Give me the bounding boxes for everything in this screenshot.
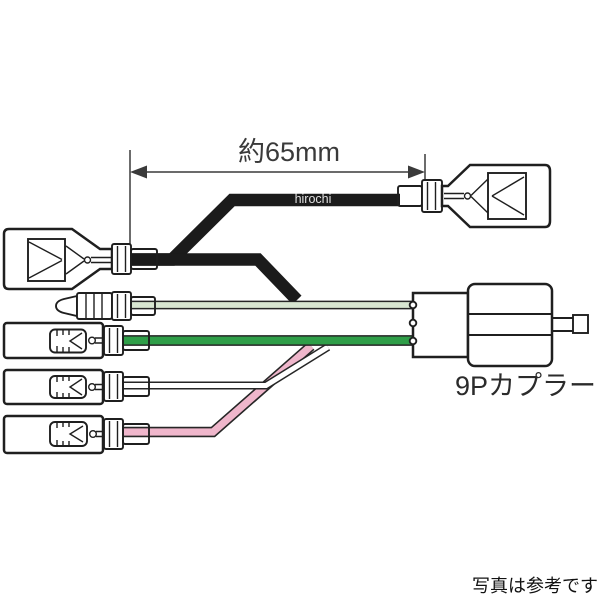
coupler-pin-dot-1: [408, 300, 418, 310]
dimension-label: 約65mm: [238, 137, 340, 167]
bullet-tip: [55, 294, 78, 318]
coupler-label: 9Pカプラー: [455, 371, 596, 401]
spade-right-rivet: [463, 192, 472, 200]
collar-green: [122, 330, 150, 351]
collar-pink: [122, 423, 150, 445]
sleeved-connector-green: [2, 321, 150, 360]
dimension-annotation: 約65mm: [129, 137, 426, 247]
bullet-crimp-detail: [116, 294, 127, 318]
terminal-white-rivet: [87, 383, 96, 392]
crimp-detail-white: [108, 374, 119, 399]
spade-connector-left: [2, 227, 158, 291]
terminal-green-chevron: [68, 332, 83, 350]
spade-left-crimp-detail: [116, 246, 127, 272]
spade-right-crimp-detail: [426, 182, 437, 210]
spade-right-crimp-clamp: [421, 179, 443, 213]
bullet-collar: [130, 296, 156, 316]
watermark: hirochi: [295, 192, 332, 206]
spade-left-crimp-clamp: [111, 243, 132, 275]
spade-left-neck-lines: [91, 256, 112, 264]
coupler-9p: [408, 282, 589, 368]
white-wire-core: [108, 344, 330, 388]
terminal-white-chevron: [68, 378, 83, 396]
coupler-pin-dot-2: [408, 318, 418, 328]
bullet-ribs: [85, 293, 103, 319]
spade-left-body: [2, 227, 114, 291]
terminal-green: [49, 328, 87, 354]
spade-left-collar: [130, 248, 158, 270]
bullet-crimp-clamp: [111, 291, 132, 321]
terminal-green-rivet: [87, 336, 96, 345]
footer-note: 写真は参考です: [472, 576, 598, 596]
white-wire: [108, 343, 331, 390]
collar-white: [122, 376, 150, 397]
terminal-pink-chevron: [68, 425, 84, 443]
crimp-detail-green: [108, 328, 119, 353]
terminal-pink-neck: [96, 430, 104, 438]
spade-left-rivet: [83, 256, 92, 264]
spade-right-body: [440, 163, 552, 229]
dimension-arrowhead-left-icon: [130, 165, 147, 179]
spade-left-tongue-taper: [28, 241, 63, 279]
terminal-pink-rivet: [88, 430, 97, 439]
spade-right-collar: [397, 185, 423, 207]
spade-right-neck-lines: [444, 192, 464, 200]
spade-right-window: [487, 172, 527, 220]
spade-right-tongue-taper: [491, 176, 525, 216]
terminal-white-serrations: [56, 376, 70, 398]
coupler-wire-entry-block: [411, 291, 470, 359]
sleeved-connector-white: [2, 368, 150, 406]
sleeved-connector-pink: [2, 414, 150, 455]
black-wires: [116, 193, 400, 305]
crimp-clamp-green: [103, 325, 124, 356]
black-wire-lower: [116, 253, 302, 305]
terminal-pink-serrations: [56, 422, 70, 446]
terminal-green-neck: [95, 337, 104, 344]
coupler-body: [466, 282, 554, 368]
coupler-pin-dot-3: [408, 336, 418, 346]
terminal-green-serrations: [56, 330, 70, 352]
spade-connector-right: [397, 163, 552, 229]
spade-left-funnel: [65, 245, 85, 275]
coupler-latch-tip: [572, 314, 589, 334]
dimension-arrowhead-right-icon: [408, 165, 425, 179]
black-wire-upper: [116, 193, 400, 266]
bullet-connector: [55, 291, 156, 321]
crimp-detail-pink: [108, 421, 119, 447]
spade-left-window: [27, 238, 66, 282]
spade-right-funnel: [470, 178, 489, 214]
crimp-clamp-white: [103, 371, 124, 402]
crimp-clamp-pink: [103, 418, 124, 450]
terminal-white-neck: [95, 383, 104, 391]
